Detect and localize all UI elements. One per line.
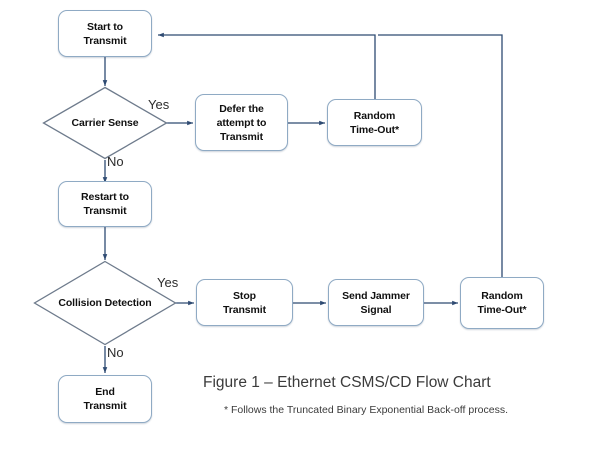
collision-detection-diamond-shape bbox=[33, 260, 177, 346]
edge-random-bottom-to-start bbox=[378, 34, 503, 277]
node-random-timeout-bottom[interactable]: Random Time-Out* bbox=[460, 277, 544, 329]
node-random-timeout-bottom-line2: Time-Out* bbox=[477, 304, 527, 316]
node-random-timeout-top-line1: Random bbox=[353, 109, 396, 122]
node-defer-attempt-line1: Defer the bbox=[219, 102, 264, 115]
node-start-transmit[interactable]: Start to Transmit bbox=[58, 10, 152, 57]
node-send-jammer-line1: Send Jammer bbox=[342, 289, 410, 302]
node-defer-attempt-line3: Transmit bbox=[220, 130, 263, 143]
node-carrier-sense[interactable]: Carrier Sense bbox=[42, 86, 168, 160]
node-collision-detection[interactable]: Collision Detection bbox=[33, 260, 177, 346]
figure-caption-title: Figure 1 – Ethernet CSMS/CD Flow Chart bbox=[203, 374, 491, 391]
node-defer-attempt[interactable]: Defer the attempt to Transmit bbox=[195, 94, 288, 151]
node-end-transmit-line1: End bbox=[95, 386, 115, 398]
node-collision-detection-line2: Detection bbox=[104, 297, 152, 309]
branch-label-collision-yes: Yes bbox=[157, 275, 179, 290]
node-end-transmit[interactable]: End Transmit bbox=[58, 375, 152, 423]
branch-label-carrier-no: No bbox=[107, 154, 124, 169]
node-restart-transmit-line2: Transmit bbox=[83, 205, 127, 217]
node-restart-transmit-line1: Restart to bbox=[80, 191, 129, 203]
node-carrier-sense-line1: Carrier bbox=[71, 117, 106, 129]
figure-caption-note: * Follows the Truncated Binary Exponenti… bbox=[224, 404, 509, 416]
edge-random-top-to-start bbox=[158, 32, 376, 99]
node-send-jammer[interactable]: Send Jammer Signal bbox=[328, 279, 424, 326]
node-start-transmit-line1: Start to bbox=[87, 20, 123, 33]
node-stop-transmit-line1: Stop bbox=[233, 289, 256, 302]
node-defer-attempt-line2: attempt to bbox=[216, 116, 267, 129]
node-restart-transmit[interactable]: Restart to Transmit bbox=[58, 181, 152, 227]
node-start-transmit-line2: Transmit bbox=[83, 34, 127, 47]
branch-label-carrier-yes: Yes bbox=[148, 97, 170, 112]
node-collision-detection-line1: Collision bbox=[58, 297, 102, 309]
node-random-timeout-top-line2: Time-Out* bbox=[349, 123, 400, 136]
carrier-sense-diamond-shape bbox=[42, 86, 168, 160]
node-random-timeout-top[interactable]: Random Time-Out* bbox=[327, 99, 422, 146]
node-random-timeout-bottom-line1: Random bbox=[481, 290, 523, 302]
branch-label-collision-no: No bbox=[107, 345, 124, 360]
node-stop-transmit[interactable]: Stop Transmit bbox=[196, 279, 293, 326]
node-stop-transmit-line2: Transmit bbox=[223, 303, 266, 316]
node-carrier-sense-line2: Sense bbox=[108, 117, 139, 129]
node-send-jammer-line2: Signal bbox=[360, 303, 392, 316]
node-end-transmit-line2: Transmit bbox=[83, 400, 127, 412]
